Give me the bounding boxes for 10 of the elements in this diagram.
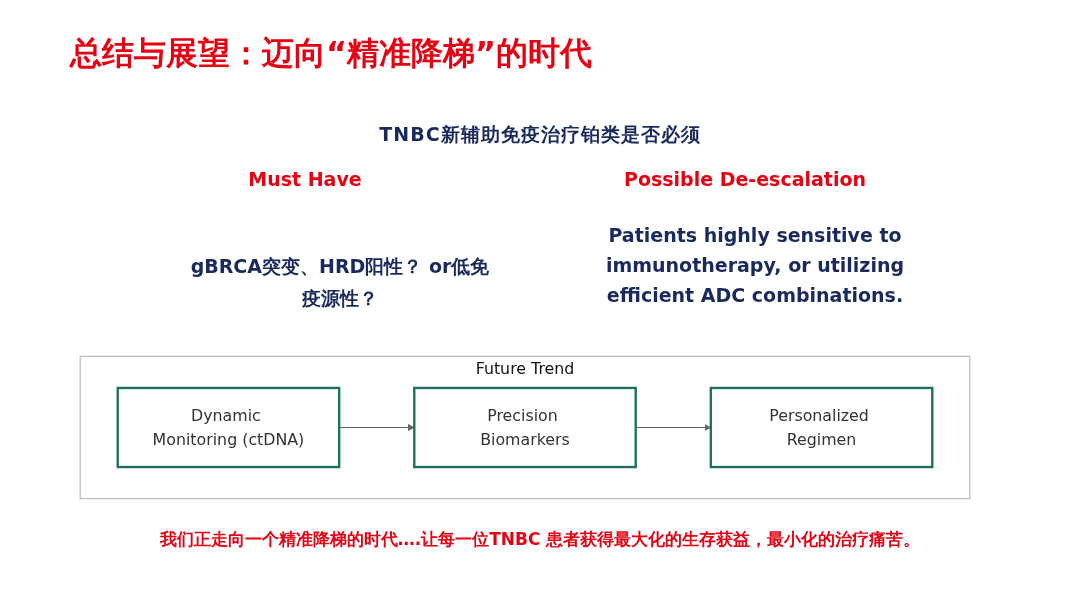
caption-text: 我们正走向一个精准降梯的时代….让每一位TNBC 患者获得最大化的生存获益，最小化的治疗痛苦。	[158, 528, 922, 551]
column-heading: Must Have	[247, 168, 363, 190]
body-text: gBRCA突变、HRD阳性？ or低免疫源性？	[190, 254, 490, 311]
body-text: Patients highly sensitive to immunotherapy, or utilizing efficient ADC combinations.	[604, 223, 906, 308]
column-heading: Possible De-escalation	[622, 168, 868, 190]
node-box: Dynamic Monitoring (ctDNA)	[116, 386, 341, 469]
node-box: Precision Biomarkers	[413, 386, 637, 469]
heading-text: TNBC新辅助免疫治疗铂类是否必须	[378, 122, 702, 147]
slide-title: 总结与展望：迈向“精准降梯”的时代	[70, 33, 593, 74]
node-box: Personalized Regimen	[709, 386, 934, 469]
